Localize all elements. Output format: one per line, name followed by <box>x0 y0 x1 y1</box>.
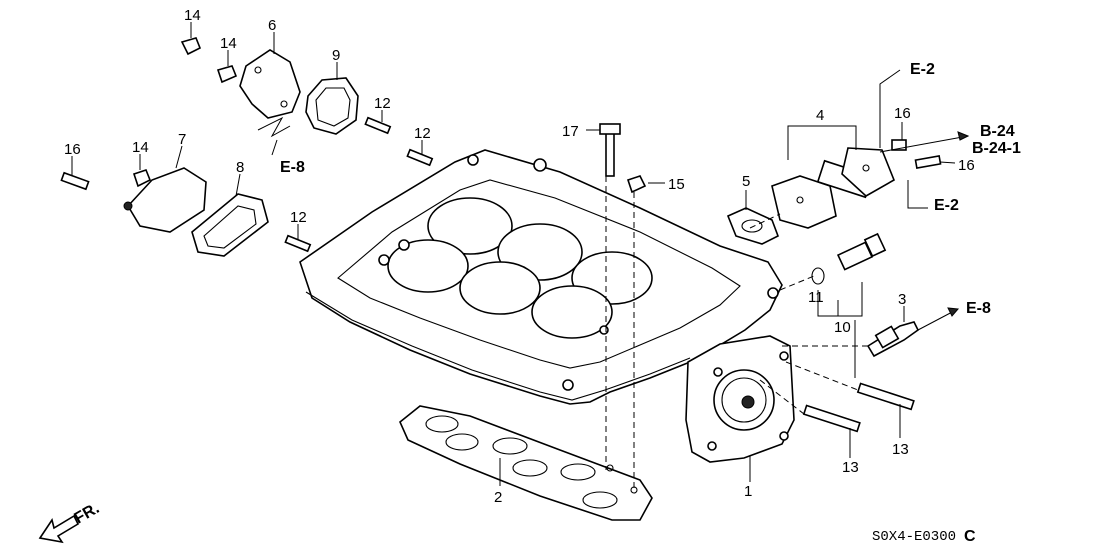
callout-11: 11 <box>808 289 824 306</box>
diagram-code-suffix: C <box>964 528 976 545</box>
callout-16: 16 <box>958 157 975 174</box>
intake-manifold-body <box>299 149 795 463</box>
callout-3: 3 <box>898 291 906 308</box>
ref-e8-left: E-8 <box>280 159 305 176</box>
part-4-iac-valve <box>771 147 896 229</box>
callout-16: 16 <box>64 141 81 158</box>
part-8-gasket <box>191 193 269 257</box>
callout-10: 10 <box>834 319 851 336</box>
callout-14: 14 <box>220 35 237 52</box>
ref-e2-right: E-2 <box>934 197 959 214</box>
ref-e2-top: E-2 <box>910 61 935 78</box>
callout-13: 13 <box>892 441 909 458</box>
part-5-gasket <box>726 207 780 245</box>
part-7-cover <box>123 167 207 233</box>
diagram-code: S0X4-E0300 C <box>872 528 976 545</box>
callout-1: 1 <box>744 483 752 500</box>
callout-numbers: 14 14 6 9 12 12 12 16 14 7 8 17 15 5 4 1… <box>64 7 975 506</box>
studs-and-bolts <box>60 37 942 433</box>
callout-4: 4 <box>816 107 824 124</box>
reference-labels: E-8 E-2 B-24 B-24-1 E-2 E-8 <box>280 61 1021 317</box>
part-9-gasket <box>305 77 359 135</box>
callout-15: 15 <box>668 176 685 193</box>
callout-8: 8 <box>236 159 244 176</box>
callout-12: 12 <box>414 125 431 142</box>
callout-12: 12 <box>374 95 391 112</box>
callout-6: 6 <box>268 17 276 34</box>
intake-manifold-gasket <box>399 405 653 521</box>
callout-9: 9 <box>332 47 340 64</box>
callout-16: 16 <box>894 105 911 122</box>
ref-e8-right: E-8 <box>966 300 991 317</box>
callout-17: 17 <box>562 123 579 140</box>
callout-13: 13 <box>842 459 859 476</box>
part-6-cover <box>239 49 301 119</box>
callout-14: 14 <box>184 7 201 24</box>
diagram-code-text: S0X4-E0300 <box>872 529 956 545</box>
front-direction-indicator: FR. <box>38 500 102 544</box>
ref-b24-1: B-24-1 <box>972 140 1021 157</box>
callout-5: 5 <box>742 173 750 190</box>
callout-7: 7 <box>178 131 186 148</box>
callout-14: 14 <box>132 139 149 156</box>
part-11-sensor <box>811 232 887 285</box>
part-3-fitting <box>866 321 920 358</box>
callout-12: 12 <box>290 209 307 226</box>
front-arrow-icon <box>38 514 80 544</box>
leader-lines <box>71 22 970 490</box>
callout-2: 2 <box>494 489 502 506</box>
ref-b24: B-24 <box>980 123 1015 140</box>
